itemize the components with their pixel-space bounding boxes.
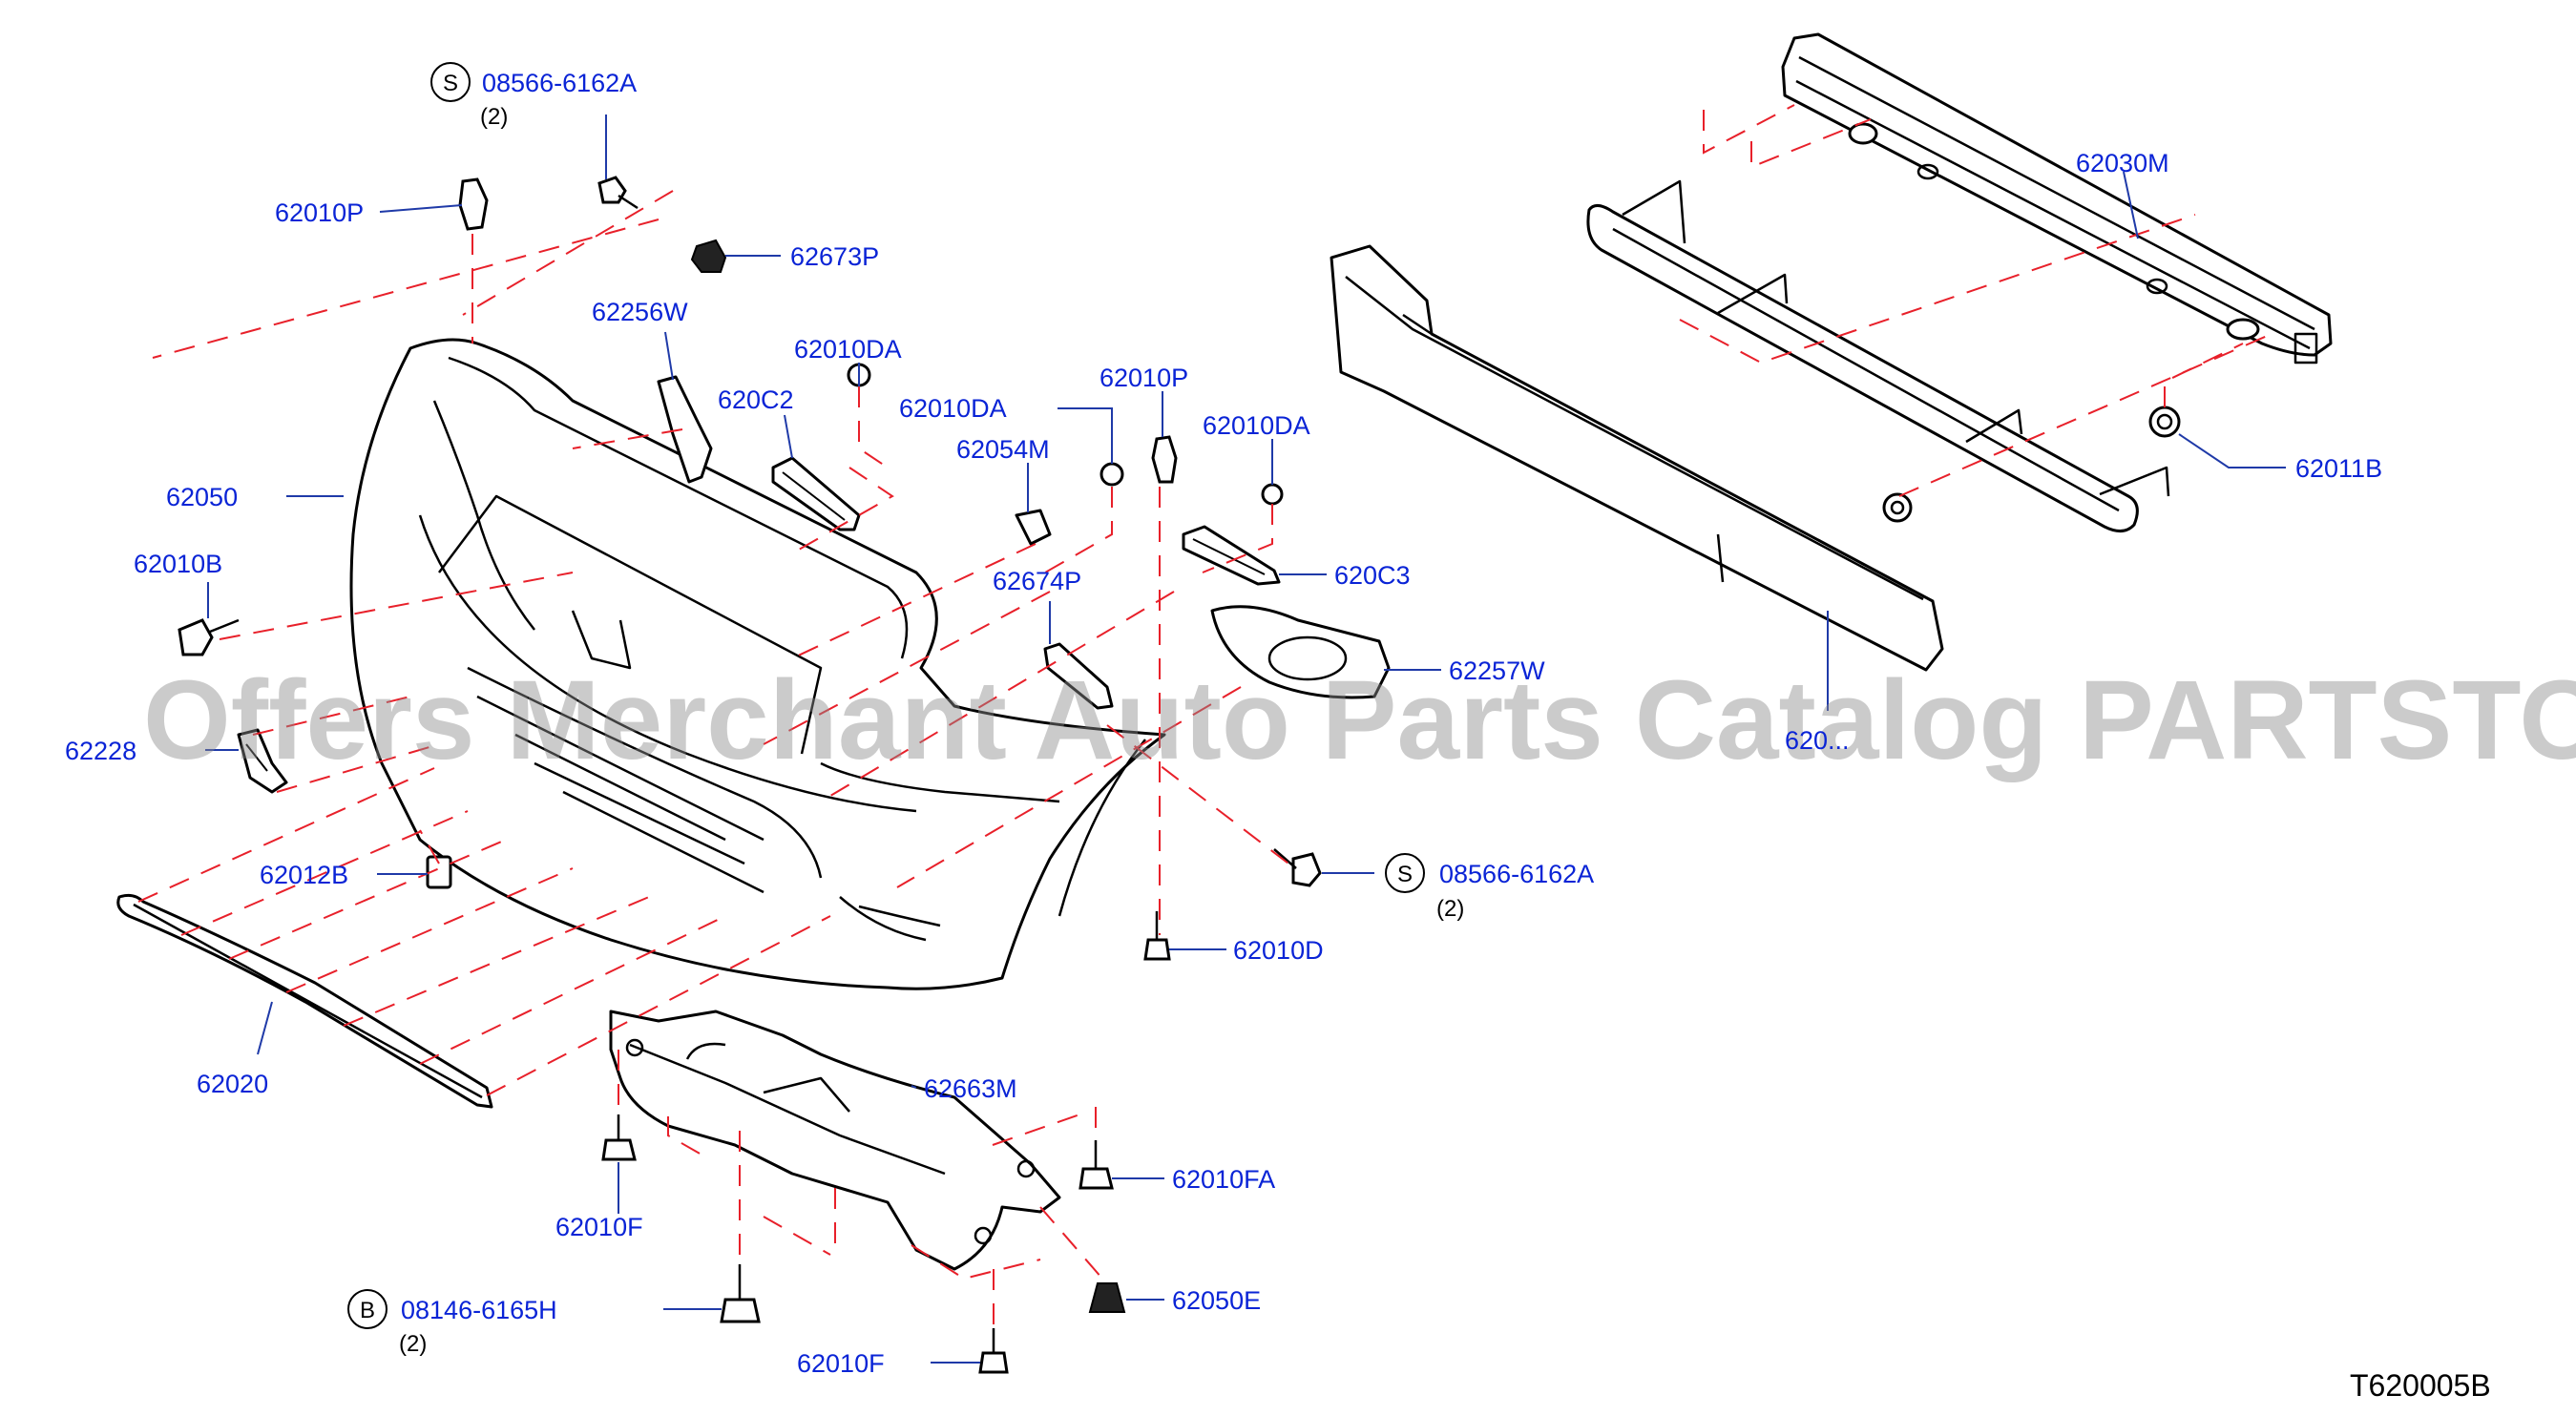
- screw-62010F-left-graphic: [601, 1114, 637, 1161]
- screw-top-graphic: [597, 176, 639, 210]
- front-spoiler: [116, 893, 493, 1109]
- symbol-s: S: [1397, 862, 1413, 887]
- guide-lines-left: [137, 190, 1289, 1326]
- label-62012B[interactable]: 62012B: [260, 861, 348, 889]
- bolt-b-graphic: [720, 1264, 761, 1323]
- bumper-stay-bar: [1586, 179, 2170, 532]
- symbol-s: S: [443, 71, 458, 96]
- label-62054M[interactable]: 62054M: [956, 435, 1050, 464]
- label-62010P-top[interactable]: 62010P: [275, 198, 364, 227]
- symbol-b: B: [360, 1298, 375, 1323]
- label-62663M[interactable]: 62663M: [924, 1074, 1017, 1103]
- nut-center-graphic: [1882, 492, 1913, 523]
- part-number-label[interactable]: 08566-6162A: [1439, 860, 1594, 888]
- part-number-label[interactable]: 08146-6165H: [401, 1296, 557, 1324]
- label-620C2[interactable]: 620C2: [718, 385, 794, 414]
- watermark-text: Offers Merchant Auto Parts Catalog PARTS…: [143, 657, 2576, 783]
- label-62673P[interactable]: 62673P: [790, 242, 879, 271]
- label-62010F-bottom[interactable]: 62010F: [797, 1349, 885, 1378]
- symbol-s-circle: [430, 62, 471, 102]
- label-62030M[interactable]: 62030M: [2076, 149, 2169, 177]
- bracket-62228-graphic: [237, 728, 288, 794]
- label-62256W[interactable]: 62256W: [592, 298, 688, 326]
- fog-finisher-graphic: [1210, 605, 1391, 699]
- label-62020[interactable]: 62020: [197, 1070, 268, 1098]
- quantity-label: (2): [480, 104, 508, 130]
- clip-62010DA-b-graphic: [1100, 462, 1124, 487]
- bumper-reinforcement: [1781, 32, 2333, 364]
- label-62674P[interactable]: 62674P: [993, 567, 1081, 595]
- screw-62010F-bottom-graphic: [978, 1328, 1009, 1374]
- symbol-s-circle: [1385, 853, 1425, 893]
- callout-s-screw-side[interactable]: S 08566-6162A (2): [1385, 853, 1594, 922]
- symbol-b-circle: [347, 1289, 387, 1329]
- engine-under-cover: [609, 1010, 1061, 1271]
- label-62010F-left[interactable]: 62010F: [555, 1213, 643, 1241]
- label-absorber[interactable]: 620...: [1785, 726, 1850, 755]
- bolt-62010B-graphic: [178, 618, 240, 656]
- label-62010FA[interactable]: 62010FA: [1172, 1165, 1275, 1194]
- insert-62256W-graphic: [657, 375, 713, 484]
- part-number-label[interactable]: 08566-6162A: [482, 69, 637, 97]
- front-bumper-fascia: [349, 338, 1166, 990]
- clip-62673P-graphic: [690, 239, 727, 273]
- clip-62010DA-c-graphic: [1261, 483, 1284, 506]
- bracket-62674P-graphic: [1043, 642, 1114, 710]
- nut-62011B-graphic: [2148, 406, 2181, 438]
- bracket-620C3-graphic: [1182, 525, 1281, 586]
- label-620C3[interactable]: 620C3: [1334, 561, 1411, 590]
- label-62010B[interactable]: 62010B: [134, 550, 222, 578]
- callout-s-screw-top[interactable]: S 08566-6162A (2): [430, 62, 637, 130]
- label-62010P-mid[interactable]: 62010P: [1100, 364, 1188, 392]
- screw-62010FA-graphic: [1079, 1140, 1114, 1190]
- callout-labels: S 08566-6162A (2) 62010P 62673P 62256W 6…: [65, 62, 2382, 1378]
- nut-62012B-graphic: [426, 855, 452, 889]
- label-62010DA-a[interactable]: 62010DA: [794, 335, 902, 364]
- label-62050[interactable]: 62050: [166, 483, 238, 511]
- guide-lines-right: [1679, 104, 2272, 497]
- clip-62010P-top-graphic: [458, 177, 489, 231]
- label-62010D[interactable]: 62010D: [1233, 936, 1324, 965]
- quantity-label: (2): [1436, 896, 1464, 922]
- label-62010DA-b[interactable]: 62010DA: [899, 394, 1007, 423]
- screw-62010D-graphic: [1143, 911, 1171, 961]
- leader-lines: [205, 115, 2286, 1364]
- label-62257W[interactable]: 62257W: [1449, 656, 1545, 685]
- clip-62054M-graphic: [1015, 509, 1052, 546]
- label-62011B[interactable]: 62011B: [2295, 454, 2382, 483]
- diagram-reference-code: T620005B: [2350, 1368, 2491, 1403]
- screw-side-graphic: [1273, 848, 1322, 887]
- label-62050E[interactable]: 62050E: [1172, 1286, 1261, 1315]
- energy-absorber: [1330, 244, 1944, 672]
- quantity-label: (2): [399, 1331, 427, 1357]
- callout-b-bolt[interactable]: B 08146-6165H (2): [347, 1289, 557, 1357]
- label-62010DA-c[interactable]: 62010DA: [1203, 411, 1310, 440]
- clip-62050E-graphic: [1088, 1282, 1126, 1313]
- clip-62010P-mid-graphic: [1151, 435, 1178, 484]
- label-62228[interactable]: 62228: [65, 737, 136, 765]
